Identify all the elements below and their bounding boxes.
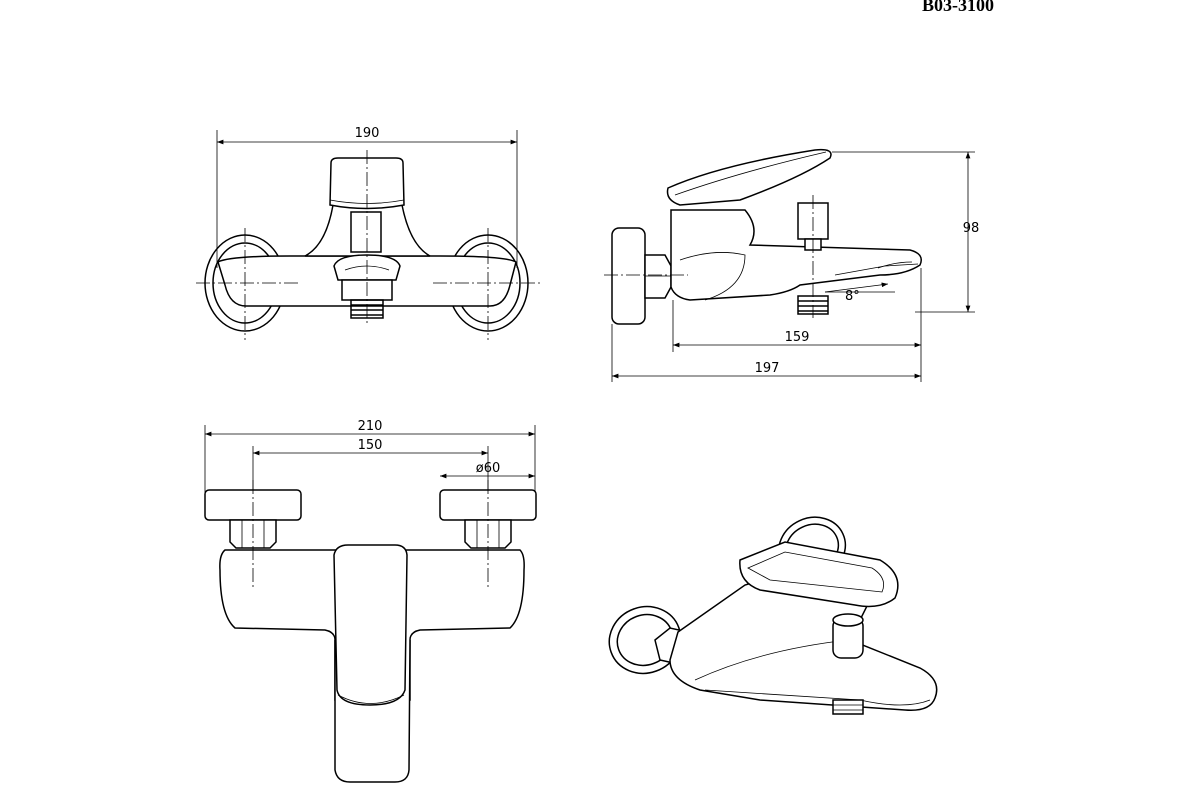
side-view: 98 8° 159 197 <box>604 148 980 382</box>
top-view: 210 150 ø60 <box>204 419 537 783</box>
front-view: 190 <box>196 126 540 340</box>
dim-side-height: 98 <box>963 221 980 236</box>
dim-top-flange-diameter: ø60 <box>476 461 501 476</box>
dim-side-spout-length: 159 <box>785 330 810 345</box>
dim-front-width: 190 <box>355 126 380 141</box>
dim-top-center-distance: 150 <box>358 438 383 453</box>
dim-side-angle: 8° <box>845 289 860 304</box>
model-code: B03-3100 <box>922 0 994 15</box>
isometric-view <box>608 516 938 715</box>
dim-top-total-width: 210 <box>358 419 383 434</box>
dim-side-total-depth: 197 <box>755 361 780 376</box>
